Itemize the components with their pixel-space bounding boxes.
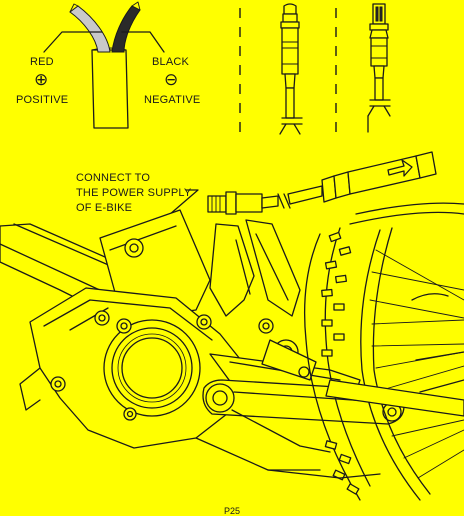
callout-line-3: OF E-BIKE	[76, 202, 132, 214]
polarity-labels: RED ⊕ POSITIVE BLACK ⊖ NEGATIVE	[16, 56, 200, 106]
connector-plug-2	[367, 3, 391, 133]
connector-plug-1	[279, 3, 303, 135]
callout-line-1: CONNECT TO	[76, 172, 150, 184]
positive-symbol: ⊕	[34, 70, 48, 89]
negative-label: NEGATIVE	[144, 94, 200, 106]
rear-wheel	[267, 202, 464, 501]
e-bike-frame	[0, 209, 405, 471]
extension-connector	[207, 151, 437, 215]
positive-label: POSITIVE	[16, 94, 68, 106]
power-supply-callout: CONNECT TO THE POWER SUPPLY OF E-BIKE	[76, 172, 199, 241]
page-number: P25	[224, 506, 240, 516]
negative-symbol: ⊖	[164, 70, 178, 89]
callout-line-2: THE POWER SUPPLY	[76, 187, 192, 199]
red-label: RED	[30, 56, 54, 68]
power-cable-illustration	[43, 1, 165, 129]
red-wire	[69, 5, 111, 53]
black-label: BLACK	[152, 56, 190, 68]
black-wire	[111, 5, 141, 53]
